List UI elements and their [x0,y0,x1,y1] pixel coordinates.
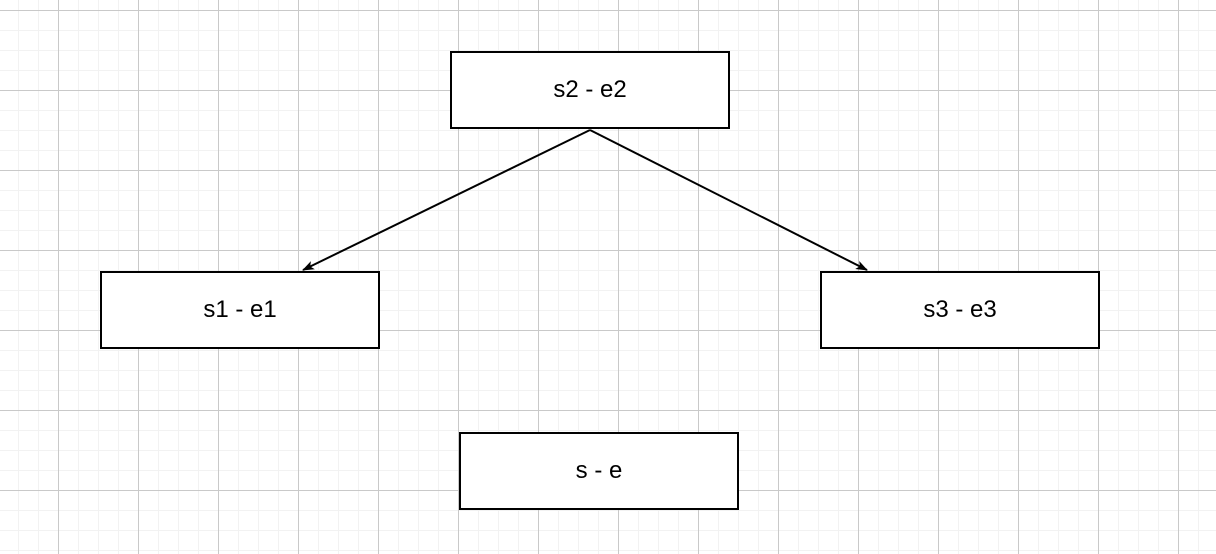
diagram-node-s2e2[interactable]: s2 - e2 [450,51,730,129]
node-label: s2 - e2 [553,75,627,103]
diagram-node-s3e3[interactable]: s3 - e3 [820,271,1100,349]
diagram-node-se[interactable]: s - e [459,432,739,510]
edge-s2e2-to-s1e1[interactable] [302,129,591,271]
node-label: s1 - e1 [203,295,277,323]
diagram-node-s1e1[interactable]: s1 - e1 [100,271,380,349]
node-label: s3 - e3 [923,295,997,323]
edge-s2e2-to-s3e3[interactable] [589,129,868,271]
node-label: s - e [575,456,623,484]
